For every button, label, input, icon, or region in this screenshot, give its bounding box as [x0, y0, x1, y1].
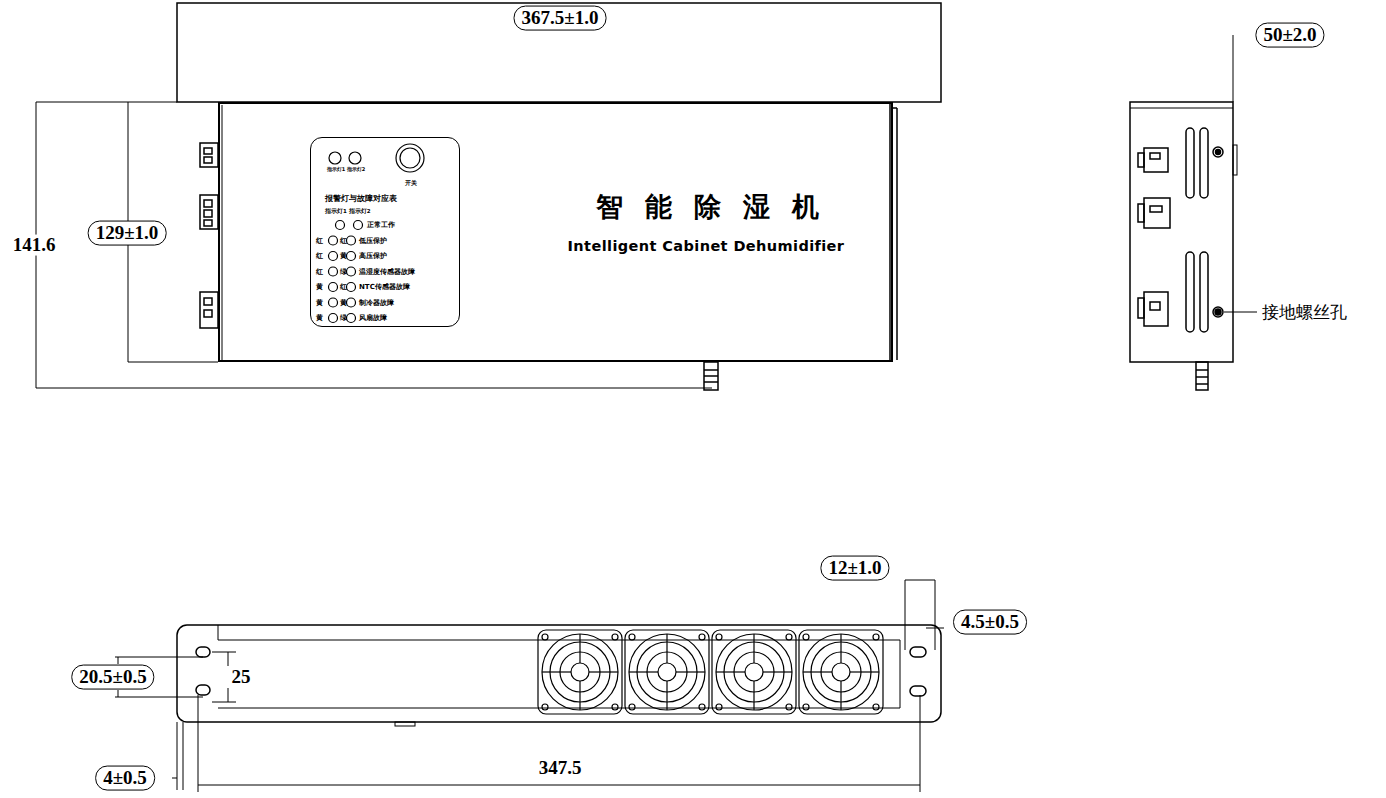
plate-text: 温湿度传感器故障 — [359, 269, 415, 277]
plate-text: 风扇故障 — [359, 315, 387, 323]
body-line — [896, 108, 898, 360]
body-line — [889, 102, 891, 362]
product-title: 智能除湿机 — [574, 192, 841, 222]
plate-text: 报警灯与故障对应表 — [325, 195, 397, 203]
product-subtitle: Intelligent Cabinet Dehumidifier — [568, 239, 845, 255]
dimension-label: 367.5±1.0 — [514, 6, 607, 31]
body-line — [222, 105, 223, 360]
plate-text: 开关 — [405, 180, 417, 187]
plate-text: 制冷器故障 — [359, 300, 394, 308]
plate-text: 低压保护 — [359, 238, 387, 246]
dimension-label: 20.5±0.5 — [71, 665, 154, 690]
indicator-plate: 指示灯1指示灯2开关报警灯与故障对应表指示灯1 指示灯2正常工作红红低压保护红黄… — [310, 137, 460, 327]
dimension-lines — [36, 35, 1233, 388]
dimension-label: 347.5 — [537, 758, 584, 779]
plate-text: 指示灯1 — [327, 167, 345, 173]
plate-text: 红 — [316, 238, 323, 246]
dimension-label: 4±0.5 — [95, 766, 155, 791]
plate-text: 红 — [340, 238, 347, 246]
fans — [538, 630, 883, 714]
plate-text: 红 — [340, 284, 347, 292]
plate-text: 绿 — [340, 315, 347, 323]
plate-text: 指示灯1 指示灯2 — [325, 208, 371, 214]
plate-text: 红 — [316, 253, 323, 261]
dimension-label: 4.5±0.5 — [953, 610, 1027, 635]
side-view — [1130, 102, 1257, 390]
plate-text: 黄 — [316, 284, 323, 292]
dimension-label: 129±1.0 — [88, 221, 167, 246]
plate-text: 黄 — [340, 253, 347, 261]
bottom-view — [177, 625, 941, 726]
plate-text: 高压保护 — [359, 253, 387, 261]
connectors — [200, 143, 218, 328]
housing-front: 智能除湿机 Intelligent Cabinet Dehumidifier 指示灯… — [218, 102, 893, 362]
dimension-lines — [115, 580, 944, 792]
dimension-label: 12±1.0 — [820, 556, 889, 581]
plate-text: 红 — [316, 269, 323, 277]
dimension-label: 50±2.0 — [1255, 23, 1324, 48]
plate-text: NTC传感器故障 — [359, 284, 410, 292]
plate-text: 黄 — [340, 300, 347, 308]
plate-text: 黄 — [316, 315, 323, 323]
plate-text: 指示灯2 — [347, 167, 365, 173]
plate-text: 正常工作 — [367, 222, 395, 230]
callout-label: 接地螺丝孔 — [1262, 303, 1347, 322]
drain-nozzle — [704, 362, 718, 390]
dimension-label: 141.6 — [11, 235, 58, 256]
plate-text: 绿 — [340, 269, 347, 277]
dimension-label: 25 — [230, 667, 253, 688]
plate-text: 黄 — [316, 300, 323, 308]
top-bracket — [177, 3, 941, 102]
